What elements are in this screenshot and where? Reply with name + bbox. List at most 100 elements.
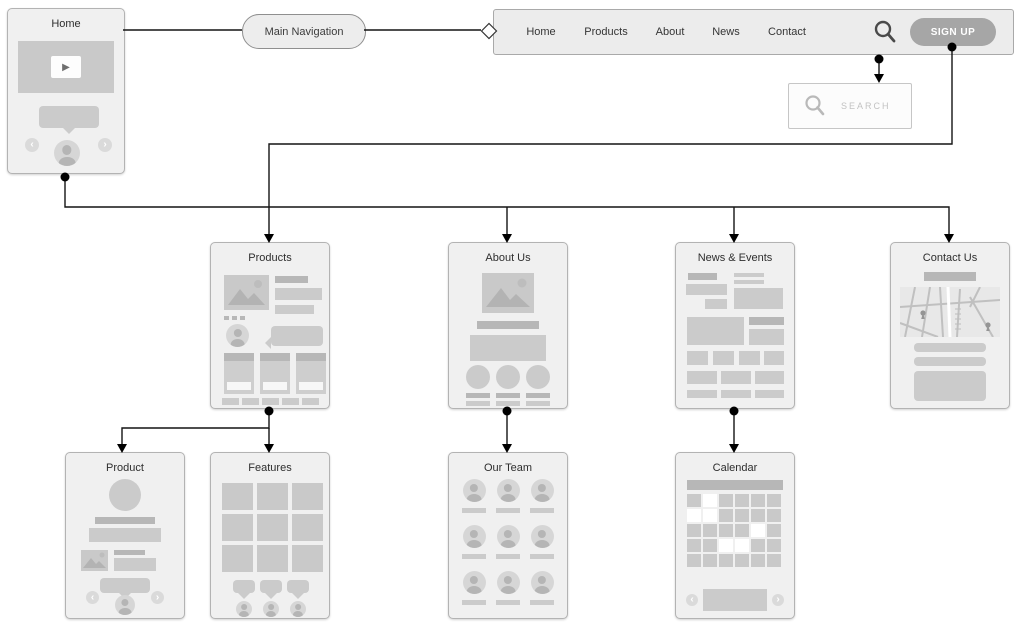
calendar-day-cell (735, 509, 749, 522)
search-icon[interactable] (872, 19, 898, 45)
chevron-left-icon[interactable]: ‹ (25, 138, 39, 152)
calendar-day-cell (767, 524, 781, 537)
team-member (496, 571, 520, 605)
team-circle-placeholder (526, 365, 550, 389)
member-avatar (496, 479, 520, 502)
chevron-right-icon[interactable]: › (151, 591, 164, 604)
nav-link-about[interactable]: About (655, 26, 685, 38)
calendar-day-cell (703, 539, 717, 552)
calendar-day-cell (767, 494, 781, 507)
page-card-news[interactable]: News & Events (675, 242, 795, 409)
page-card-product[interactable]: Product ‹ › (65, 452, 185, 619)
text-line-placeholder (496, 393, 520, 398)
calendar-day-cell (687, 494, 701, 507)
chevron-left-icon[interactable]: ‹ (86, 591, 99, 604)
play-icon: ▶ (62, 61, 70, 73)
main-navbar: Home Products About News Contact SIGN UP (493, 9, 1014, 55)
calendar-day-cell (687, 509, 701, 522)
column-button-placeholder (263, 382, 287, 390)
team-circle-placeholder (466, 365, 490, 389)
image-placeholder (224, 275, 269, 310)
tile-placeholder (687, 351, 708, 365)
calendar-day-cell (687, 524, 701, 537)
column-button-placeholder (299, 382, 323, 390)
chevron-glyph: › (155, 591, 160, 603)
member-name-placeholder (530, 508, 554, 513)
product-image-circle (109, 479, 141, 511)
team-member (496, 525, 520, 559)
page-card-products[interactable]: Products (210, 242, 330, 409)
member-name-placeholder (496, 600, 520, 605)
nav-link-news[interactable]: News (712, 26, 740, 38)
quote-bubble-placeholder (260, 580, 282, 593)
feature-tile (292, 483, 323, 510)
paragraph-placeholder (470, 335, 546, 361)
page-title: Home (51, 18, 81, 30)
member-name-placeholder (462, 600, 486, 605)
feature-tile (292, 545, 323, 572)
chevron-right-icon[interactable]: › (98, 138, 112, 152)
quote-bubble-placeholder (233, 580, 255, 593)
page-card-calendar[interactable]: Calendar ‹ › (675, 452, 795, 619)
edge-products-split (121, 411, 270, 444)
feature-tile (292, 514, 323, 541)
input-placeholder (914, 357, 986, 366)
page-card-contact[interactable]: Contact Us (890, 242, 1010, 409)
member-avatar (496, 571, 520, 594)
calendar-day-cell (719, 524, 733, 537)
footer-bar-placeholder (302, 398, 319, 405)
edge-signup-to-products (268, 47, 953, 234)
main-navigation-pill[interactable]: Main Navigation (242, 14, 366, 49)
text-line-placeholder (275, 305, 314, 314)
text-block-placeholder (749, 329, 784, 345)
quote-bubble-placeholder (100, 578, 150, 593)
team-member (530, 525, 554, 559)
main-navigation-label: Main Navigation (264, 25, 344, 38)
text-line-placeholder (466, 393, 490, 398)
map-placeholder (900, 287, 1000, 337)
page-title: Product (106, 462, 144, 474)
dot-indicator (240, 316, 245, 320)
nav-link-contact[interactable]: Contact (768, 26, 806, 38)
page-title: About Us (485, 252, 531, 264)
feature-tile (222, 514, 253, 541)
text-line-placeholder (275, 276, 308, 283)
member-name-placeholder (530, 600, 554, 605)
footer-bar-placeholder (721, 390, 751, 398)
image-placeholder (482, 273, 534, 313)
calendar-grid (687, 494, 781, 567)
signup-button[interactable]: SIGN UP (910, 18, 996, 46)
calendar-day-cell (719, 554, 733, 567)
chevron-right-icon[interactable]: › (772, 594, 784, 606)
page-title: Our Team (483, 462, 533, 474)
chevron-left-icon[interactable]: ‹ (686, 594, 698, 606)
calendar-day-cell (687, 554, 701, 567)
testimonial-avatar (290, 601, 306, 617)
search-placeholder-text: SEARCH (841, 101, 891, 111)
chevron-glyph: ‹ (30, 139, 34, 150)
calendar-footer-placeholder (703, 589, 767, 611)
team-member (530, 479, 554, 513)
member-avatar (530, 571, 554, 594)
text-block-placeholder (686, 284, 727, 295)
video-placeholder: ▶ (18, 41, 114, 93)
member-avatar (462, 525, 486, 548)
input-placeholder (914, 343, 986, 352)
page-card-features[interactable]: Features (210, 452, 330, 619)
search-box[interactable]: SEARCH (788, 83, 912, 129)
play-button[interactable]: ▶ (51, 56, 81, 78)
page-title: Products (248, 252, 292, 264)
page-card-about[interactable]: About Us (448, 242, 568, 409)
search-icon (805, 95, 825, 116)
text-line-placeholder (734, 280, 764, 284)
nav-link-home[interactable]: Home (526, 26, 556, 38)
calendar-day-cell (719, 494, 733, 507)
chevron-glyph: ‹ (690, 594, 694, 605)
page-card-our-team[interactable]: Our Team (448, 452, 568, 619)
nav-link-products[interactable]: Products (584, 26, 628, 38)
quote-bubble-placeholder (39, 106, 99, 128)
page-card-home[interactable]: Home ▶ ‹ › (7, 8, 125, 174)
testimonial-avatar (54, 140, 80, 166)
product-column (296, 353, 326, 394)
